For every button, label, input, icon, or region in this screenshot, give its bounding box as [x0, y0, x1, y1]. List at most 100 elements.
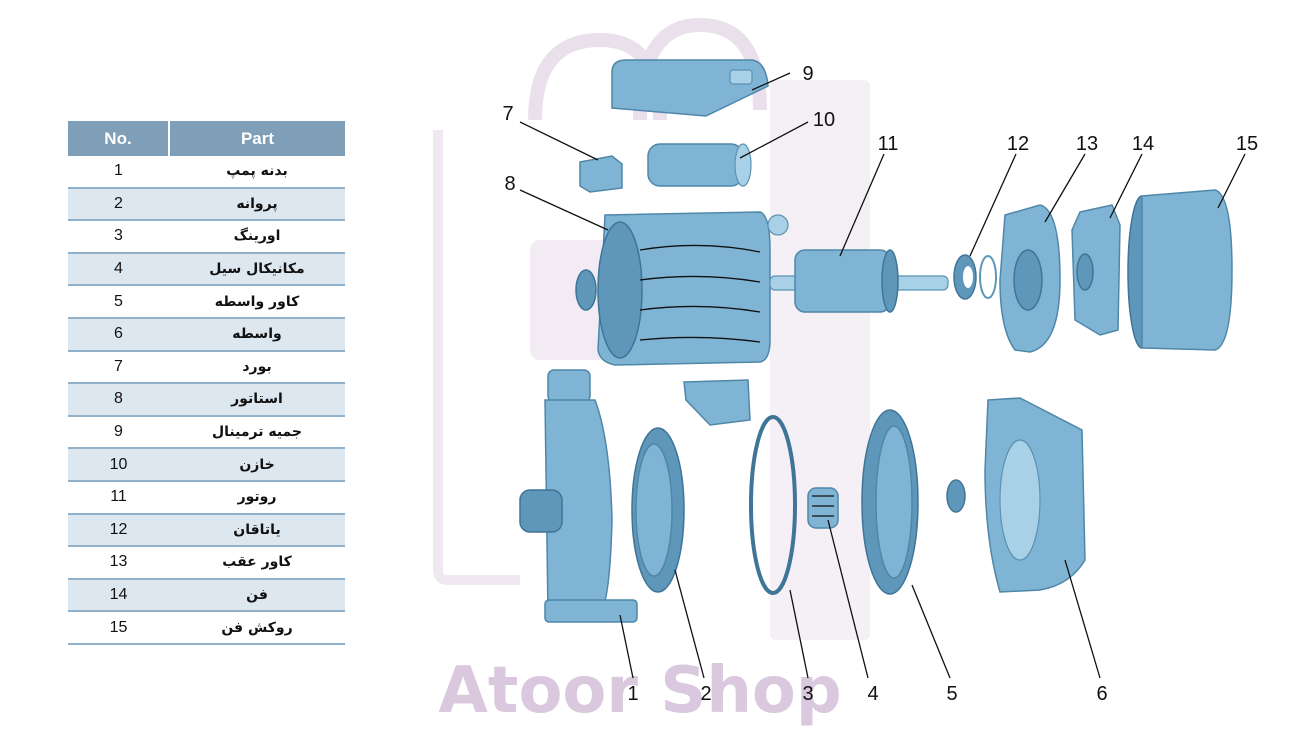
part-stator [597, 211, 771, 366]
callout-5: 5 [946, 683, 957, 705]
row-no: 3 [68, 220, 169, 254]
callout-12: 12 [1007, 133, 1029, 155]
leader-7 [519, 121, 599, 161]
part-board [579, 155, 623, 193]
part-fan [1071, 204, 1121, 336]
leader-11 [839, 153, 885, 257]
leader-15 [1217, 153, 1246, 209]
part-spacer-ring [946, 479, 966, 513]
callout-4: 4 [867, 683, 878, 705]
row-no: 10 [68, 448, 169, 482]
row-part: بدنه پمپ [169, 156, 345, 189]
row-no: 13 [68, 546, 169, 580]
row-no: 7 [68, 350, 169, 385]
row-no: 14 [68, 578, 169, 613]
header-no: No. [68, 121, 170, 156]
row-part: مکانیکال سیل [169, 252, 345, 287]
callout-10: 10 [813, 109, 835, 131]
leader-14 [1109, 153, 1143, 219]
row-part: کاور عقب [169, 546, 345, 580]
callout-2: 2 [700, 683, 711, 705]
row-no: 9 [68, 415, 169, 450]
part-capacitor [647, 143, 752, 187]
leader-5 [911, 584, 951, 679]
part-terminal-box [611, 59, 769, 117]
part-mechanical-seal [807, 487, 839, 529]
part-bracket [683, 379, 751, 426]
callout-8: 8 [504, 173, 515, 195]
row-part: واسطه [169, 317, 345, 352]
part-impeller [631, 427, 685, 593]
row-no: 11 [68, 480, 169, 515]
leader-6 [1064, 559, 1101, 679]
leader-4 [827, 519, 869, 679]
part-fan-cover [1127, 189, 1233, 351]
row-part: پروانه [169, 187, 345, 222]
row-no: 5 [68, 285, 169, 319]
row-no: 1 [68, 156, 169, 189]
part-bearing [953, 254, 997, 300]
callout-14: 14 [1132, 133, 1154, 155]
row-no: 8 [68, 383, 169, 417]
row-part: روکش فن [169, 611, 345, 645]
row-part: اورینگ [169, 220, 345, 254]
part-pump-body [519, 369, 638, 623]
part-o-ring [749, 415, 797, 595]
row-no: 4 [68, 252, 169, 287]
leader-13 [1044, 153, 1086, 223]
row-part: بورد [169, 350, 345, 385]
row-part: یاتاقان [169, 513, 345, 548]
callout-3: 3 [802, 683, 813, 705]
leader-9 [751, 72, 791, 91]
table-header-row: No. Part [68, 121, 345, 156]
row-no: 15 [68, 611, 169, 645]
callout-13: 13 [1076, 133, 1098, 155]
row-no: 12 [68, 513, 169, 548]
part-bearing-front [575, 269, 597, 311]
leader-3 [789, 589, 809, 679]
callout-6: 6 [1096, 683, 1107, 705]
leader-10 [739, 121, 809, 159]
leader-1 [619, 614, 634, 679]
row-part: جمیه ترمینال [169, 415, 345, 450]
part-adapter-cover [861, 409, 919, 595]
leader-12 [969, 153, 1017, 257]
header-part: Part [169, 121, 345, 156]
part-adapter [984, 397, 1086, 593]
callout-9: 9 [802, 63, 813, 85]
row-part: استاتور [169, 383, 345, 417]
part-nut [767, 214, 789, 236]
row-part: روتور [169, 480, 345, 515]
callout-7: 7 [502, 103, 513, 125]
callout-1: 1 [627, 683, 638, 705]
callout-11: 11 [878, 133, 899, 155]
row-part: کاور واسطه [169, 285, 345, 319]
leader-2 [674, 569, 705, 679]
row-no: 6 [68, 317, 169, 352]
part-rear-cover [999, 204, 1061, 353]
row-part: خازن [169, 448, 345, 482]
leader-8 [519, 189, 609, 231]
part-rotor [769, 249, 949, 313]
watermark-text: Atoor Shop [438, 654, 841, 728]
row-no: 2 [68, 187, 169, 222]
row-part: فن [169, 578, 345, 613]
callout-15: 15 [1236, 133, 1258, 155]
